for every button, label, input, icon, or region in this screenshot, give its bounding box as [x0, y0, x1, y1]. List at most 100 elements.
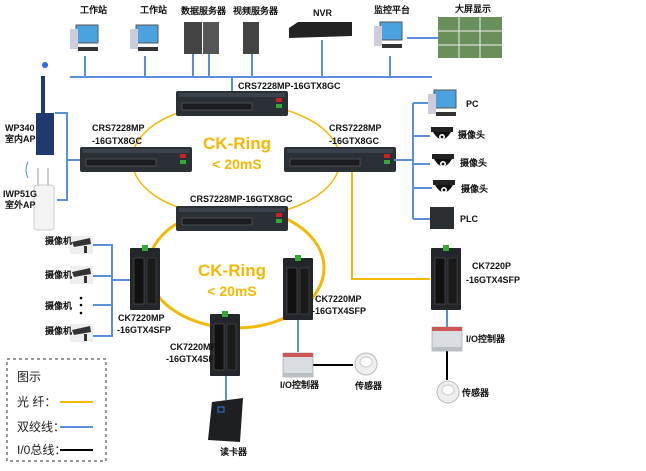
pc-icon	[427, 89, 457, 117]
device-label: I/O控制器	[280, 379, 320, 390]
core-switch-top: CRS7228MP-16GTX8GC	[175, 81, 341, 117]
io-controller-right: I/O控制器	[431, 326, 506, 352]
io-controller-icon	[431, 326, 463, 352]
din-switch-right: CK7220P -16GTX4SFP	[430, 244, 520, 311]
switch-label: -16GTX4SFP	[312, 306, 366, 316]
camera-1: 摄像头	[431, 127, 485, 140]
switch-label: -16GTX8GC	[329, 136, 380, 146]
device-label: 传感器	[354, 380, 383, 391]
workstation-label: 工作站	[80, 4, 107, 15]
left-camera-4: 摄像机	[45, 324, 93, 342]
camera-label: 摄像机	[45, 300, 72, 311]
dome-camera-icon	[433, 180, 455, 193]
ap-icon	[33, 184, 55, 231]
backbone-bus	[70, 37, 438, 91]
rack-switch-icon	[283, 146, 397, 173]
switch-label: -16GTX4SFP	[117, 325, 171, 335]
video-wall-icon	[438, 17, 502, 58]
core-switch-right: CRS7228MP -16GTX8GC	[283, 123, 397, 173]
ap-label: 室内AP	[5, 133, 36, 144]
fiber-link-right	[351, 172, 430, 280]
workstation-icon	[129, 24, 159, 52]
nvr-label: NVR	[313, 8, 333, 18]
ap-label: 室外AP	[5, 199, 36, 210]
io-controller-middle: I/O控制器	[280, 352, 320, 390]
field-links	[225, 310, 448, 400]
din-switch-icon	[282, 254, 314, 321]
switch-label: CRS7228MP-16GTX8GC	[190, 194, 293, 204]
switch-label: CRS7228MP-16GTX8GC	[238, 81, 341, 91]
sensor-icon	[436, 380, 460, 404]
card-reader: 读卡器	[208, 398, 248, 457]
dome-camera-icon	[432, 154, 454, 167]
camera-label: 摄像机	[45, 269, 72, 280]
din-switch-bottom: CK7220MP -16GTX4SFP	[166, 310, 241, 377]
device-label: 读卡器	[220, 446, 248, 457]
upper-ring-latency: < 20mS	[212, 156, 261, 172]
upper-ring-title: CK-Ring	[203, 134, 271, 153]
legend-twisted-pair-label: 双绞线：	[17, 419, 65, 434]
sensor-right: 传感器	[436, 380, 490, 404]
indoor-ap: WP340 室内AP	[5, 62, 54, 155]
camera-label: 摄像头	[458, 129, 485, 140]
left-camera-3: 摄像机	[45, 296, 83, 315]
left-camera-2: 摄像机	[45, 266, 93, 284]
card-reader-icon	[208, 398, 243, 442]
pc-label: PC	[466, 99, 479, 109]
workstation-1: 工作站	[69, 4, 107, 52]
ellipsis-icon	[79, 296, 83, 300]
antenna-icon	[41, 76, 45, 116]
ap-label: IWP51G	[3, 189, 37, 199]
workstation-2: 工作站	[129, 4, 167, 52]
bullet-camera-icon	[70, 324, 93, 342]
switch-label: CRS7228MP	[92, 123, 145, 133]
workstation-icon	[373, 21, 403, 49]
switch-label: CK7220P	[472, 261, 511, 271]
server-icon	[243, 22, 259, 54]
legend-fiber-label: 光 纤：	[17, 395, 56, 409]
rack-switch-icon	[79, 146, 193, 173]
camera-2: 摄像头	[432, 154, 487, 168]
legend-io-bus-label: I/0总线：	[17, 443, 66, 457]
din-switch-icon	[430, 244, 462, 311]
legend: 图示 光 纤： 双绞线： I/0总线：	[6, 358, 107, 462]
wifi-icon	[25, 161, 29, 179]
video-server-label: 视频服务器	[233, 5, 279, 16]
nvr-icon	[289, 22, 352, 38]
camera-label: 摄像头	[460, 157, 487, 168]
switch-label: CK7220MP	[315, 294, 362, 304]
sensor-middle: 传感器	[354, 352, 383, 391]
camera-label: 摄像机	[45, 325, 72, 336]
switch-label: CRS7228MP	[329, 123, 382, 133]
left-camera-1: 摄像机	[45, 235, 93, 254]
left-camera-links	[93, 244, 130, 337]
monitor-platform: 监控平台	[373, 4, 410, 49]
big-screen-label: 大屏显示	[455, 3, 491, 14]
camera-label: 摄像头	[461, 183, 488, 194]
big-screen: 大屏显示	[438, 3, 502, 58]
data-server: 数据服务器	[181, 5, 227, 54]
ap-icon	[36, 113, 54, 155]
device-label: 传感器	[461, 387, 490, 398]
outdoor-ap: IWP51G 室外AP	[3, 161, 55, 231]
core-switch-bottom: CRS7228MP-16GTX8GC	[175, 194, 293, 232]
ap-label: WP340	[5, 123, 35, 133]
plc-icon	[430, 207, 454, 229]
bullet-camera-icon	[70, 266, 93, 284]
bullet-camera-icon	[70, 236, 93, 254]
workstation-label: 工作站	[140, 4, 167, 15]
sensor-icon	[354, 352, 378, 376]
switch-label: -16GTX4SFP	[466, 275, 520, 285]
camera-3: 摄像头	[433, 180, 488, 194]
dome-camera-icon	[431, 127, 453, 140]
switch-label: -16GTX4SFP	[166, 354, 220, 364]
workstation-icon	[69, 24, 99, 52]
core-switch-left: CRS7228MP -16GTX8GC	[79, 123, 193, 173]
video-server: 视频服务器	[233, 5, 279, 54]
ap-links	[55, 112, 80, 201]
pc: PC	[427, 89, 479, 117]
legend-title: 图示	[17, 370, 41, 384]
nvr: NVR	[289, 8, 352, 38]
